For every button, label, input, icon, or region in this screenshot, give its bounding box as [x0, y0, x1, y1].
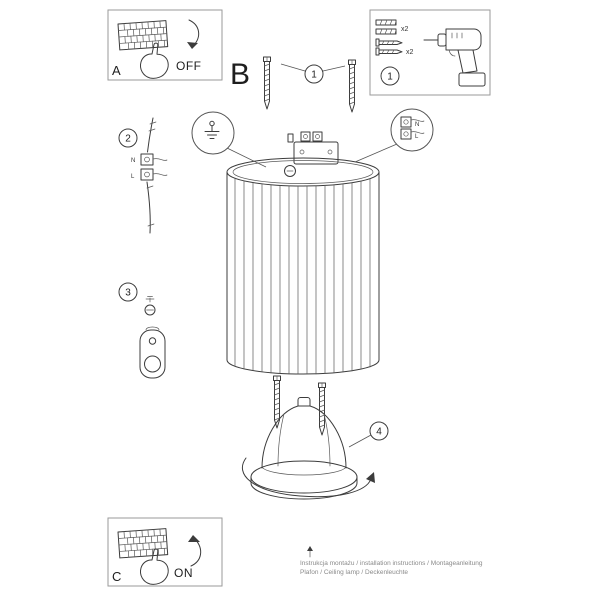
terminal-block-icon [400, 116, 425, 140]
power-off-label: OFF [176, 59, 202, 73]
step-3: 3 [118, 282, 166, 379]
section-b: B 1 [230, 56, 356, 113]
ground-detail-callout [191, 111, 267, 168]
footer: Instrukcja montażu / installation instru… [300, 546, 483, 576]
hardware-box-number-badge: 1 [380, 66, 400, 86]
step-a-label: A [112, 63, 121, 78]
terminal-neutral-label: N [415, 122, 419, 128]
wall-anchor-icon [375, 19, 397, 35]
rotation-arrow-icon [241, 457, 375, 498]
callout-2-badge: 2 [118, 128, 138, 148]
wiring-illustration: N L [131, 117, 168, 234]
wire-neutral-label: N [131, 158, 135, 164]
lamp-shade-illustration [226, 157, 380, 375]
step-a-panel: A OFF [107, 9, 223, 81]
callout-4-badge: 4 [348, 421, 389, 448]
wire-live-label: L [131, 174, 135, 180]
callout-4-number: 4 [376, 427, 382, 438]
footer-line2: Plafon / Ceiling lamp / Deckenleuchte [300, 569, 408, 576]
screw-icon [318, 382, 326, 436]
screw-icon [273, 375, 281, 429]
callout-1-number: 1 [311, 70, 317, 81]
ground-screw-icon [144, 296, 156, 316]
step-c-panel: C ON [107, 517, 223, 587]
light-switch-icon [117, 528, 169, 559]
drill-icon [423, 28, 486, 87]
screw-icon [263, 56, 271, 110]
screws-qty-label: x2 [406, 49, 414, 56]
callout-1-badge: 1 [280, 63, 346, 84]
up-arrow-icon [307, 546, 313, 558]
anchors-qty-label: x2 [401, 26, 409, 33]
terminal-detail-callout: N L [354, 108, 434, 163]
callout-2-number: 2 [125, 134, 131, 145]
step-a-frame [107, 9, 223, 81]
rim-bolt-icon [284, 165, 296, 177]
step-c-label: C [112, 569, 121, 584]
arrow-down-icon [187, 19, 200, 49]
hardware-box-number: 1 [387, 72, 393, 83]
mounting-screws-icon [375, 38, 403, 56]
step-c-frame [107, 517, 223, 587]
callout-3-number: 3 [125, 288, 131, 299]
lamp-assembly: N L [191, 108, 434, 375]
hardware-box-frame [369, 9, 491, 96]
step-4: 4 [241, 375, 389, 500]
section-b-label: B [230, 58, 250, 91]
callout-3-badge: 3 [118, 282, 138, 302]
ground-symbol-icon [204, 120, 220, 139]
terminal-live-label: L [415, 134, 419, 140]
mounting-bracket-icon [139, 326, 166, 379]
hardware-box: x2 x2 1 [369, 9, 491, 96]
canopy-illustration [250, 397, 358, 500]
footer-line1: Instrukcja montażu / installation instru… [300, 560, 483, 567]
screw-icon [348, 59, 356, 113]
mounting-plate-illustration [287, 131, 339, 165]
arrow-up-icon [188, 535, 202, 567]
step-2: 2 N L [118, 117, 168, 234]
light-switch-icon [117, 20, 169, 51]
power-on-label: ON [174, 566, 193, 580]
